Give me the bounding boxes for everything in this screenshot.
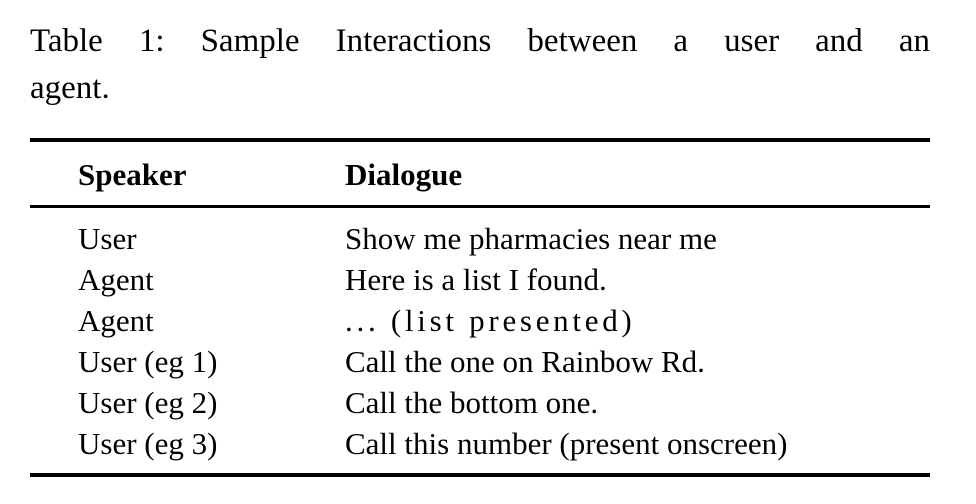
table-body: User Show me pharmacies near me Agent He… — [30, 208, 930, 473]
table-row: User (eg 3) Call this number (present on… — [30, 423, 930, 464]
table-top-rule — [30, 138, 930, 142]
cell-dialogue: Call the one on Rainbow Rd. — [345, 344, 705, 379]
table-header-rule — [30, 205, 930, 208]
table-row: User (eg 1) Call the one on Rainbow Rd. — [30, 341, 930, 382]
cell-speaker: User — [78, 221, 137, 256]
table-bottom-rule — [30, 473, 930, 477]
table-row: Agent ... (list presented) — [30, 300, 930, 341]
caption-line-1: Table 1: Sample Interactions between a u… — [30, 23, 930, 59]
table-header-row: Speaker Dialogue — [30, 142, 930, 205]
table: Speaker Dialogue User Show me pharmacies… — [30, 138, 930, 477]
cell-speaker: User (eg 1) — [78, 344, 218, 379]
cell-dialogue: Here is a list I found. — [345, 262, 607, 297]
cell-speaker: Agent — [78, 262, 154, 297]
column-header-dialogue: Dialogue — [345, 157, 463, 192]
table-row: User (eg 2) Call the bottom one. — [30, 382, 930, 423]
table-row: Agent Here is a list I found. — [30, 259, 930, 300]
caption-line-2: agent. — [30, 70, 110, 106]
cell-dialogue: Call this number (present onscreen) — [345, 426, 788, 461]
cell-dialogue: Show me pharmacies near me — [345, 221, 717, 256]
cell-speaker: User (eg 2) — [78, 385, 218, 420]
cell-speaker: Agent — [78, 303, 154, 338]
cell-dialogue: Call the bottom one. — [345, 385, 599, 420]
cell-speaker: User (eg 3) — [78, 426, 218, 461]
table-row: User Show me pharmacies near me — [30, 218, 930, 259]
cell-dialogue: ... (list presented) — [345, 303, 636, 338]
column-header-speaker: Speaker — [78, 157, 187, 192]
table-caption: Table 1: Sample Interactions between a u… — [30, 18, 930, 112]
